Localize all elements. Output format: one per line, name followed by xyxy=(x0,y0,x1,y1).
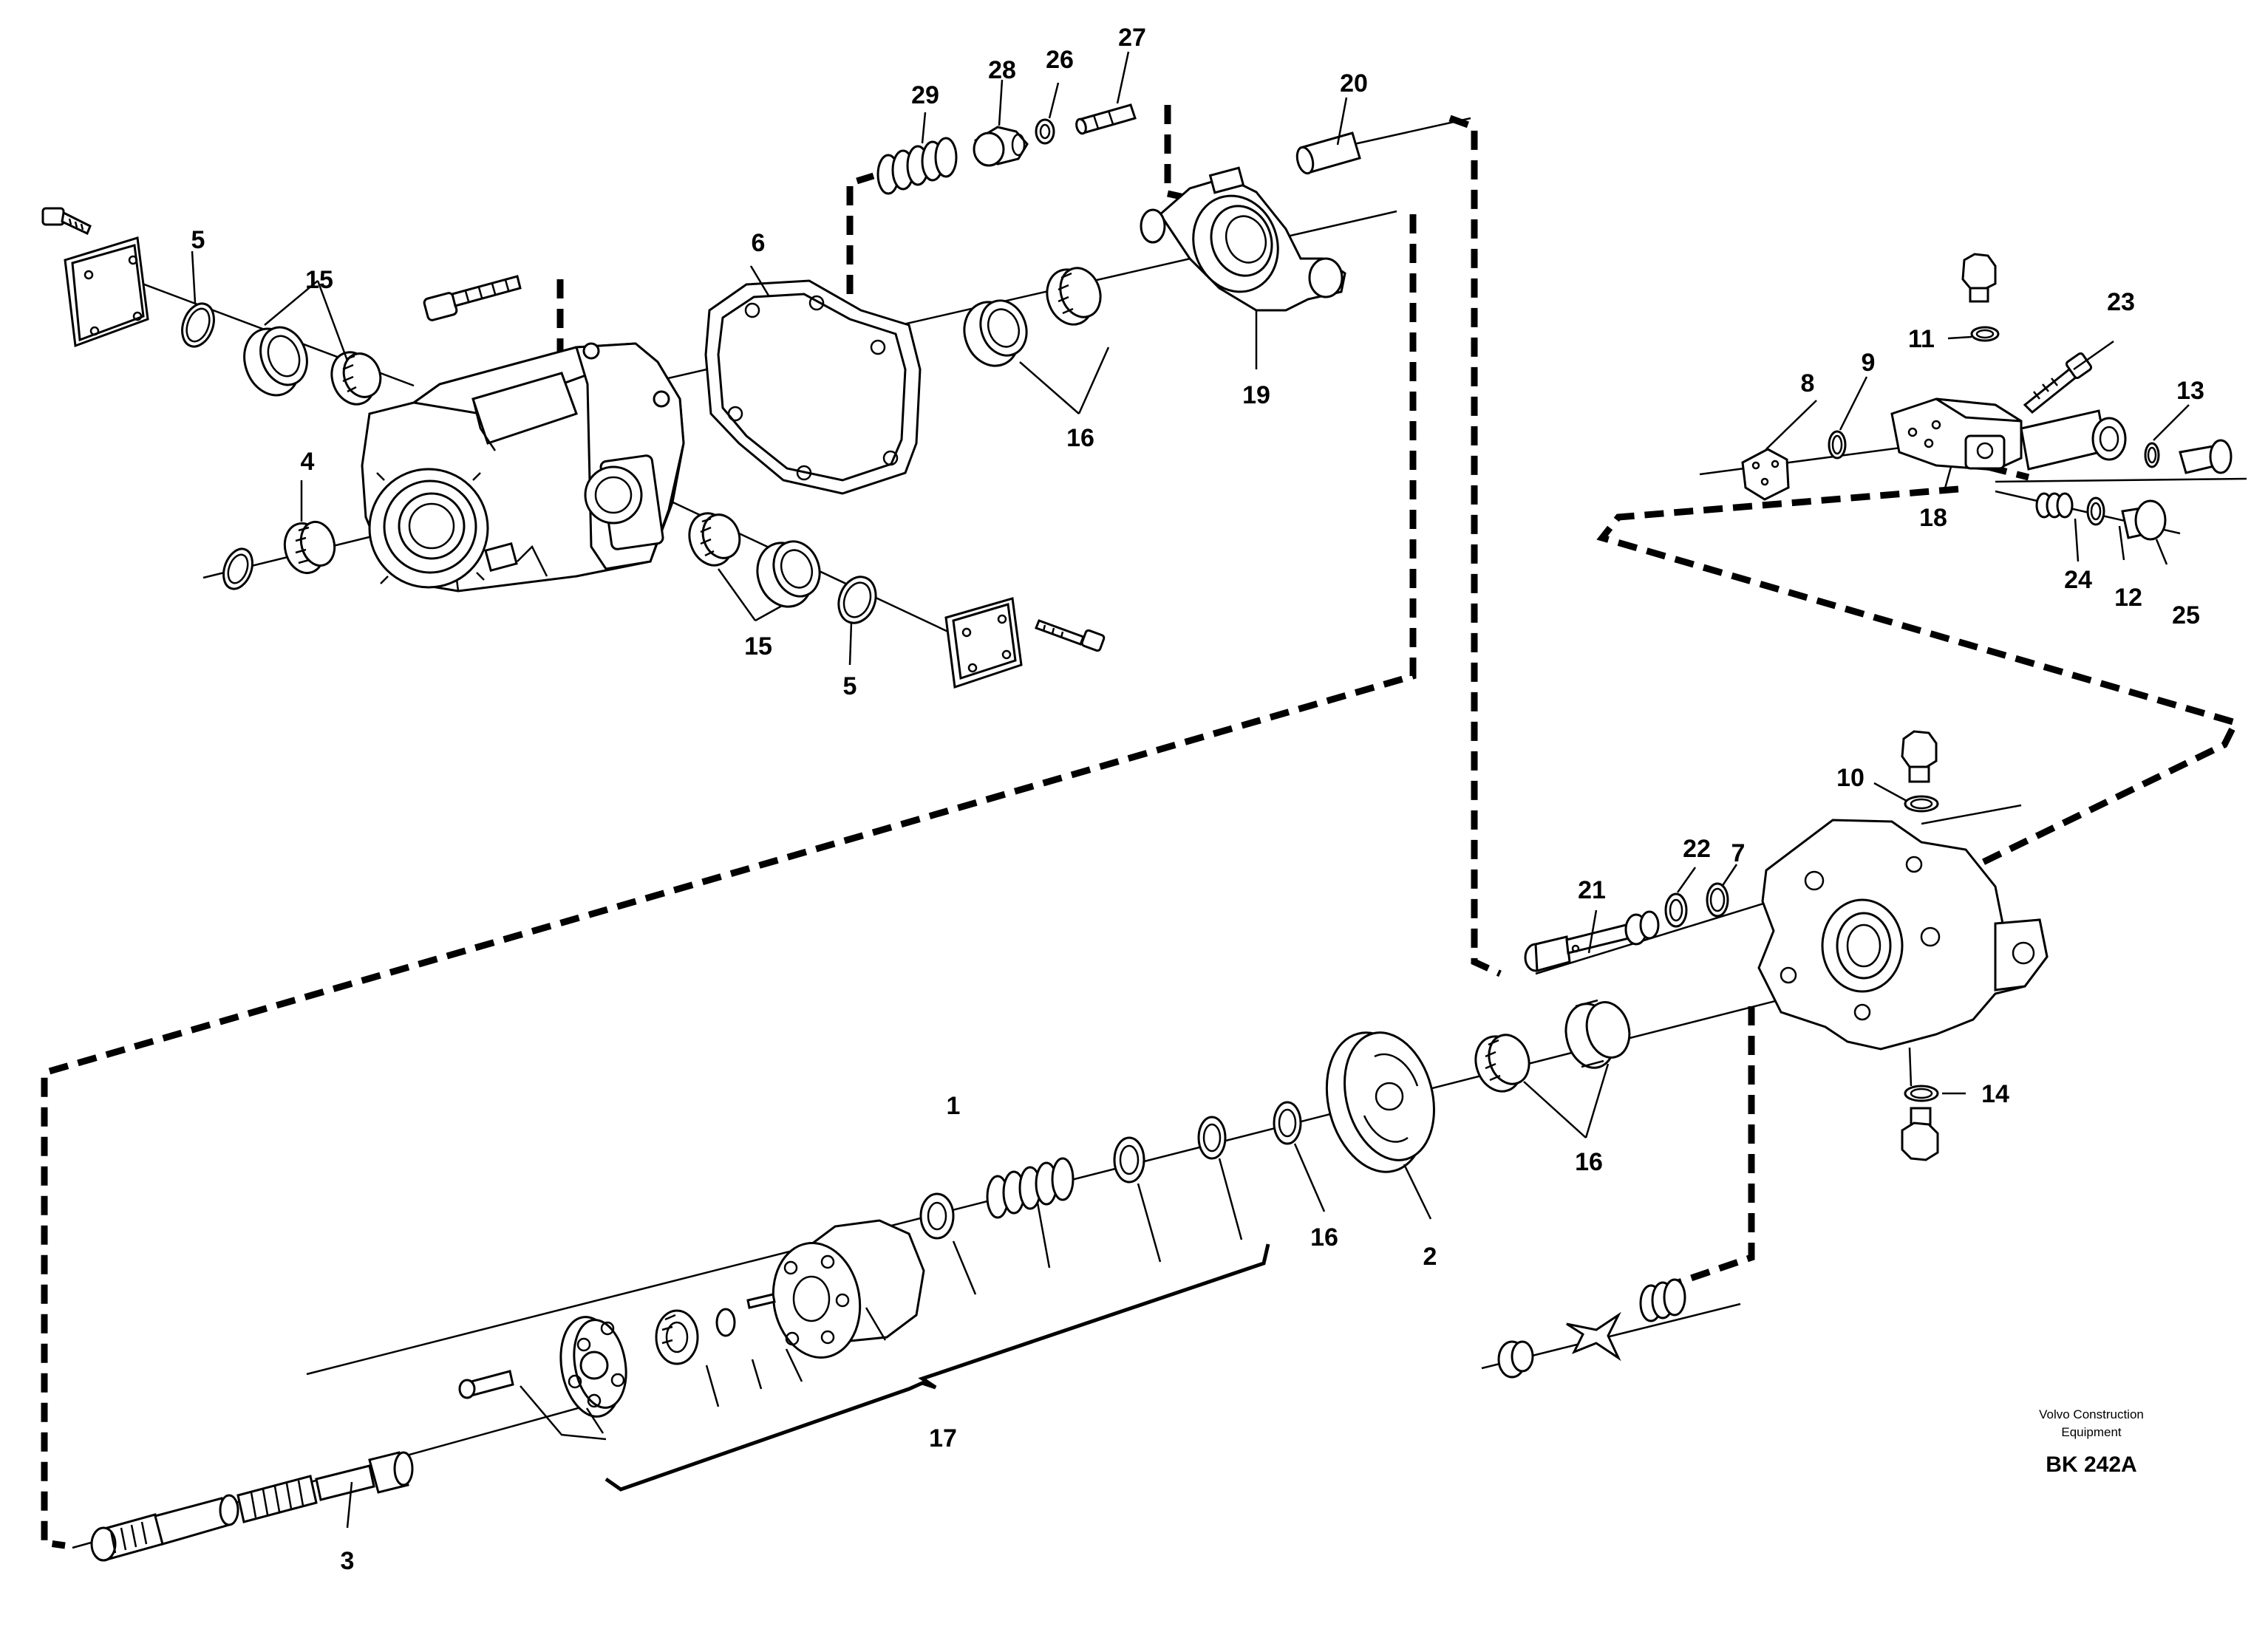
o-ring-26 xyxy=(1035,118,1055,145)
pin-27 xyxy=(1075,103,1137,135)
bearing-race-16-top xyxy=(963,299,1028,367)
o-ring-9 xyxy=(1828,430,1847,460)
spring-bottom-right xyxy=(1639,1278,1686,1322)
label-part-21: 21 xyxy=(1578,876,1606,904)
roller-bearing-15-top xyxy=(330,351,382,406)
label-part-24: 24 xyxy=(2064,566,2092,594)
plug-13 xyxy=(2179,439,2233,474)
label-part-19: 19 xyxy=(1242,381,1270,409)
gasket-6 xyxy=(704,279,922,495)
label-part-7: 7 xyxy=(1731,839,1746,867)
banjo-bolt-top xyxy=(423,275,522,321)
cover-plate-bottom xyxy=(944,597,1023,689)
label-part-11: 11 xyxy=(1908,325,1935,353)
part-number-labels: 1 2 3 4 5 5 6 7 8 9 10 11 12 13 14 15 15… xyxy=(191,24,2204,1575)
label-part-6: 6 xyxy=(752,229,766,257)
label-part-16-right: 16 xyxy=(1575,1148,1603,1176)
o-ring-12 xyxy=(2086,496,2105,526)
label-part-5-top: 5 xyxy=(191,226,205,254)
star-spring xyxy=(1566,1311,1621,1362)
pump-housing xyxy=(361,342,685,593)
piston-28 xyxy=(973,126,1029,167)
credit-block: Volvo Construction Equipment BK 242A xyxy=(2039,1407,2144,1477)
label-part-20: 20 xyxy=(1340,69,1368,98)
label-part-10: 10 xyxy=(1836,764,1865,792)
label-part-14: 14 xyxy=(1981,1080,2009,1108)
end-housing-1 xyxy=(1757,819,2049,1051)
bearing-race-15-top xyxy=(243,326,308,397)
washer-bottom xyxy=(1497,1340,1534,1379)
bearing-race-15-bottom xyxy=(756,540,821,608)
ring-22 xyxy=(1664,892,1688,928)
pin-20 xyxy=(1295,132,1361,175)
spring-29 xyxy=(876,137,958,195)
bolt-top-10 xyxy=(1901,730,1938,783)
label-part-13: 13 xyxy=(2176,377,2204,405)
label-part-16-top: 16 xyxy=(1066,424,1094,452)
roller-bearing-16-right xyxy=(1474,1034,1530,1093)
label-part-1: 1 xyxy=(947,1092,961,1120)
label-part-4: 4 xyxy=(301,448,315,476)
label-part-15-bottom: 15 xyxy=(744,632,772,660)
retaining-ring-5-top xyxy=(181,302,215,348)
label-part-3: 3 xyxy=(341,1547,355,1575)
needle-bearing-4 xyxy=(283,520,336,575)
label-part-27: 27 xyxy=(1118,24,1146,52)
retaining-ring-5-bottom xyxy=(837,576,877,624)
rotating-group-17 xyxy=(458,1116,1227,1418)
bearing-housing-19 xyxy=(1140,166,1346,312)
credit-line-2: Equipment xyxy=(2061,1425,2122,1439)
o-ring-13 xyxy=(2144,442,2160,468)
label-part-12: 12 xyxy=(2114,584,2142,612)
credit-line-1: Volvo Construction xyxy=(2039,1407,2144,1421)
snap-ring-4 xyxy=(222,547,253,590)
plug-25 xyxy=(2121,499,2167,541)
bolt-bottom-14 xyxy=(1901,1107,1939,1161)
label-part-23: 23 xyxy=(2107,288,2135,316)
bolt-top-11 xyxy=(1961,253,1997,303)
o-ring-11 xyxy=(1970,326,2000,342)
label-part-16-small: 16 xyxy=(1310,1223,1338,1252)
label-part-26: 26 xyxy=(1046,46,1074,74)
bolt-bottom-cover xyxy=(1035,619,1106,652)
bolt-left-top xyxy=(41,207,92,236)
label-part-9: 9 xyxy=(1862,349,1876,377)
label-part-15-top: 15 xyxy=(305,266,333,294)
flange-8 xyxy=(1741,448,1790,501)
drive-shaft-3 xyxy=(90,1451,414,1562)
label-part-28: 28 xyxy=(988,56,1016,84)
group-17-brace xyxy=(605,1243,1270,1492)
spring-24 xyxy=(2035,492,2074,519)
label-part-2: 2 xyxy=(1423,1243,1437,1271)
roller-bearing-15-bottom xyxy=(688,512,741,567)
label-part-22: 22 xyxy=(1683,835,1711,863)
drawing-code: BK 242A xyxy=(2046,1452,2136,1477)
bearing-race-16-right xyxy=(1564,999,1631,1069)
assembly-dashed-lines xyxy=(41,105,2241,1549)
roller-bearing-16-top xyxy=(1046,267,1102,326)
cover-plate-left xyxy=(64,236,149,348)
label-part-29: 29 xyxy=(911,81,939,109)
bolt-23 xyxy=(2023,352,2093,414)
label-part-5-bottom: 5 xyxy=(843,672,857,700)
label-part-25: 25 xyxy=(2172,601,2200,629)
valve-spool-21 xyxy=(1524,910,1660,972)
leader-lines xyxy=(191,51,2190,1529)
valve-body-18 xyxy=(1890,397,2127,471)
label-part-8: 8 xyxy=(1801,369,1815,397)
label-part-18: 18 xyxy=(1919,504,1947,532)
ring-16-small xyxy=(1273,1101,1302,1145)
valve-plate-2 xyxy=(1325,1031,1435,1173)
label-part-17: 17 xyxy=(929,1424,957,1452)
